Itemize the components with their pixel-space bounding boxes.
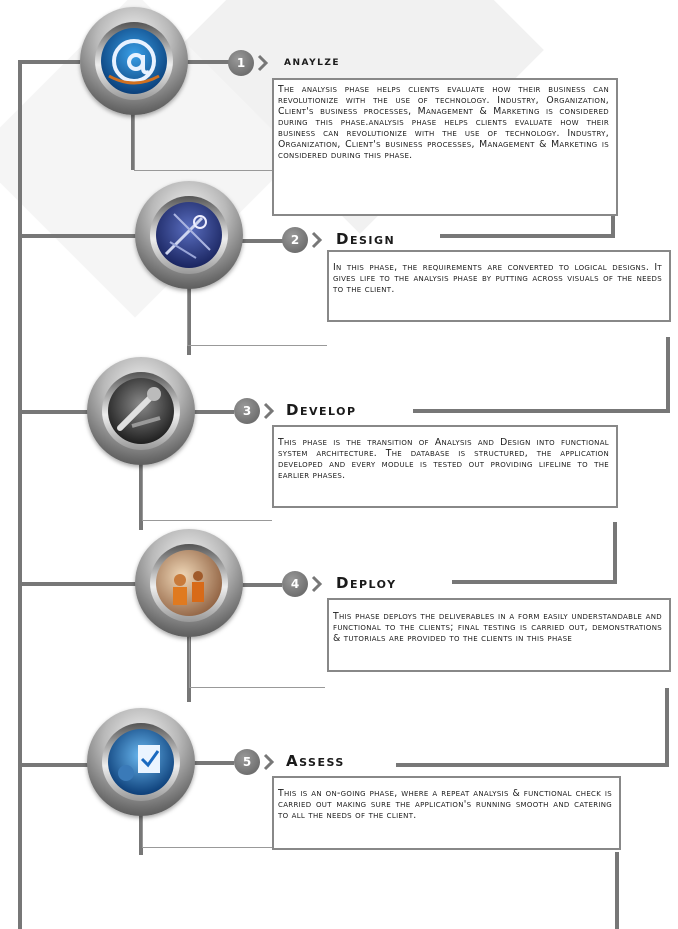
at-sign-icon xyxy=(101,28,167,94)
chevron-right-icon xyxy=(263,753,275,771)
tail-line-4 xyxy=(396,763,668,767)
tail-line-1 xyxy=(440,234,614,238)
tail-line-3 xyxy=(452,580,617,584)
step-title-4: Deploy xyxy=(336,574,397,592)
orb-stem xyxy=(187,287,191,355)
description-box-1 xyxy=(272,78,618,216)
orb-stem xyxy=(131,112,135,170)
route-line xyxy=(142,520,272,521)
route-line xyxy=(187,345,327,346)
route-line xyxy=(189,687,325,688)
description-box-3 xyxy=(272,425,618,508)
main-timeline-line xyxy=(18,60,22,929)
step-orb-4 xyxy=(135,529,243,637)
step-title-3: Develop xyxy=(286,401,357,419)
step-description-2: In this phase, the requirements are conv… xyxy=(333,262,662,295)
branch-line-4 xyxy=(18,582,136,586)
route-line xyxy=(142,430,143,520)
chevron-right-icon xyxy=(311,575,323,593)
step-title-5: Assess xyxy=(286,752,345,770)
step-number-badge-2: 2 xyxy=(282,227,308,253)
step-title-2: Design xyxy=(336,230,396,248)
drafting-tools-icon xyxy=(156,202,222,268)
step-number-badge-1: 1 xyxy=(228,50,254,76)
tail-line-2 xyxy=(413,409,669,413)
route-line xyxy=(187,255,188,345)
step-title-1: anaylze xyxy=(284,54,341,69)
description-box-5 xyxy=(272,776,621,850)
chevron-right-icon xyxy=(311,231,323,249)
connector-line-5 xyxy=(194,761,234,765)
tail-line-2 xyxy=(666,337,670,413)
step-orb-1 xyxy=(80,7,188,115)
route-line xyxy=(134,80,135,170)
connector-line-2 xyxy=(242,239,284,243)
team-meeting-icon xyxy=(156,550,222,616)
step-orb-2 xyxy=(135,181,243,289)
step-description-5: This is an on-going phase, where a repea… xyxy=(278,788,612,821)
step-number-badge-3: 3 xyxy=(234,398,260,424)
chevron-right-icon xyxy=(263,402,275,420)
step-description-3: This phase is the transition of Analysis… xyxy=(278,437,609,481)
step-orb-3 xyxy=(87,357,195,465)
orb-stem xyxy=(139,815,143,855)
route-line xyxy=(134,170,272,171)
tools-icon xyxy=(108,378,174,444)
step-number-badge-4: 4 xyxy=(282,571,308,597)
step-number-badge-5: 5 xyxy=(234,749,260,775)
branch-line-2 xyxy=(18,234,136,238)
step-orb-5 xyxy=(87,708,195,816)
branch-line-5 xyxy=(18,763,88,767)
connector-line-3 xyxy=(194,410,234,414)
connector-line-1 xyxy=(186,60,230,64)
route-line xyxy=(142,847,272,848)
branch-line-1 xyxy=(18,60,80,64)
monitor-check-icon xyxy=(108,729,174,795)
description-box-4 xyxy=(327,598,671,672)
chevron-right-icon xyxy=(257,54,269,72)
orb-stem xyxy=(139,462,143,530)
tail-line-5 xyxy=(615,852,619,929)
branch-line-3 xyxy=(18,410,88,414)
step-description-1: The analysis phase helps clients evaluat… xyxy=(278,84,609,161)
description-box-2 xyxy=(327,250,671,322)
step-description-4: This phase deploys the deliverables in a… xyxy=(333,611,662,644)
connector-line-4 xyxy=(242,583,282,587)
route-line xyxy=(189,603,190,688)
tail-line-4 xyxy=(665,688,669,767)
tail-line-3 xyxy=(613,522,617,584)
